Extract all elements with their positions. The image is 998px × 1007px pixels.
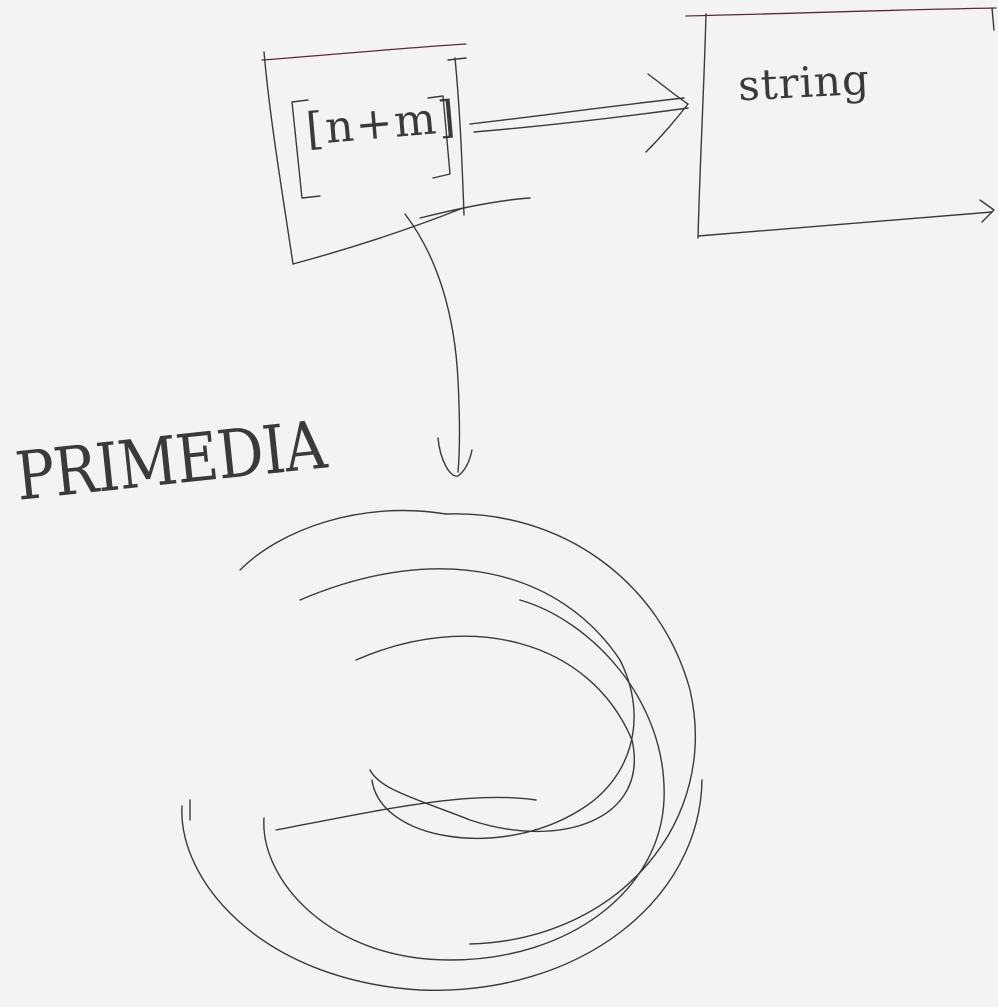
loop-4-inner xyxy=(275,796,537,831)
left-box-corner-tick xyxy=(447,57,467,61)
right-box-left-edge xyxy=(697,13,707,239)
right-box-top-edge xyxy=(685,7,997,17)
right-box-corner-mark xyxy=(979,199,995,223)
left-box-left-edge xyxy=(263,51,294,265)
outer-loop-bottom xyxy=(181,779,703,991)
outer-loop-right xyxy=(445,513,696,945)
connector-curve xyxy=(404,213,461,473)
connector-line xyxy=(404,213,473,477)
double-arrow xyxy=(469,73,689,153)
left-bracket xyxy=(291,99,321,199)
connector-hook xyxy=(437,437,473,477)
right-box-right-tick xyxy=(991,7,995,31)
loop-1-start xyxy=(239,509,447,571)
arrow-shaft-upper xyxy=(469,97,685,125)
left-box-label: [n+m] xyxy=(304,91,460,156)
left-box-top-edge xyxy=(261,43,467,61)
left-box-bottom-extension xyxy=(419,197,531,219)
right-box-bottom-edge xyxy=(697,211,993,237)
left-box-right-edge xyxy=(454,57,465,216)
loop-4 xyxy=(263,599,665,961)
circle-loops xyxy=(181,509,703,991)
arrow-head xyxy=(645,73,689,153)
left-box xyxy=(261,43,531,265)
arrow-shaft-lower xyxy=(473,107,689,133)
right-box xyxy=(685,7,997,239)
right-box-label: string xyxy=(736,54,872,111)
loop-2 xyxy=(299,568,635,839)
left-box-bottom-edge xyxy=(292,207,464,265)
right-bracket xyxy=(427,95,451,179)
loop-3 xyxy=(355,635,635,833)
